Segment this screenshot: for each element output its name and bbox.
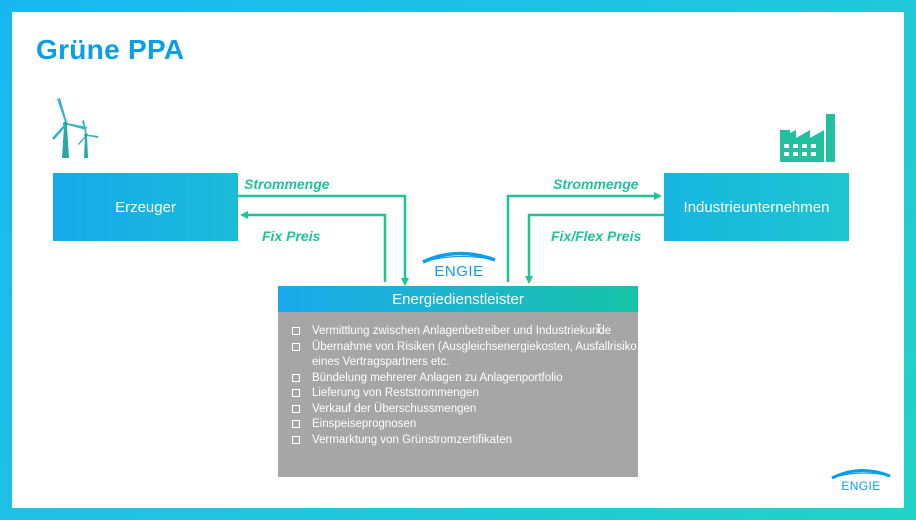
node-erzeuger-label: Erzeuger — [115, 198, 176, 216]
flow-arrow-left-fixpreis — [240, 211, 387, 282]
service-item: Lieferung von Reststrommengen — [292, 386, 638, 402]
checkbox-icon — [292, 404, 300, 413]
service-item-text: Vermarktung von Grünstromzertifikaten — [312, 433, 513, 446]
flow-arrow-left-strommenge — [238, 194, 409, 286]
flow-label-left-bottom: Fix Preis — [262, 228, 321, 244]
service-item: Vermittlung zwischen Anlagenbetreiber un… — [292, 324, 638, 340]
flow-arrows — [238, 192, 664, 286]
engie-logo-corner: ENGIE — [831, 469, 891, 493]
node-energiedienstleister-label: Energiedienstleister — [392, 290, 524, 308]
node-industrieunternehmen-label: Industrieunternehmen — [683, 198, 830, 216]
service-item-text: Bündelung mehrerer Anlagen zu Anlagenpor… — [312, 371, 563, 384]
flow-arrow-right-strommenge — [506, 192, 662, 282]
service-item-text: Verkauf der Überschussmengen — [312, 402, 477, 415]
node-industrieunternehmen: Industrieunternehmen — [664, 173, 849, 241]
service-item: Verkauf der Überschussmengen — [292, 402, 638, 418]
engie-logo-center: ENGIE — [422, 251, 496, 280]
checkbox-icon — [292, 373, 300, 382]
checkbox-icon — [292, 327, 300, 335]
flow-label-right-bottom: Fix/Flex Preis — [551, 228, 642, 244]
flow-label-right-top: Strommenge — [553, 176, 639, 192]
wind-turbine-icon — [52, 98, 99, 158]
service-item-text: Lieferung von Reststrommengen — [312, 387, 479, 399]
text-cursor-icon: I — [595, 322, 603, 336]
engie-logo-center-text: ENGIE — [434, 263, 483, 280]
checkbox-icon — [292, 420, 300, 428]
services-list-box: Vermittlung zwischen Anlagenbetreiber un… — [278, 312, 638, 477]
service-item: Vermarktung von Grünstromzertifikaten — [292, 433, 638, 449]
service-item: Übernahme von Risiken (Ausgleichsenergie… — [292, 340, 638, 371]
service-item-text: Übernahme von Risiken (Ausgleichsenergie… — [312, 340, 637, 369]
services-list: Vermittlung zwischen Anlagenbetreiber un… — [278, 312, 638, 448]
service-item: Bündelung mehrerer Anlagen zu Anlagenpor… — [292, 371, 638, 387]
slide: Grüne PPA — [12, 12, 904, 508]
flow-arrow-right-fixflexpreis — [525, 213, 664, 284]
checkbox-icon — [292, 435, 300, 444]
service-item: Einspeiseprognosen — [292, 417, 638, 433]
service-item-text: Einspeiseprognosen — [312, 418, 417, 430]
node-erzeuger: Erzeuger — [53, 173, 238, 241]
engie-logo-corner-text: ENGIE — [841, 479, 880, 493]
factory-icon — [780, 114, 835, 162]
checkbox-icon — [292, 389, 300, 397]
node-energiedienstleister: Energiedienstleister — [278, 286, 638, 312]
checkbox-icon — [292, 342, 300, 351]
service-item-text: Vermittlung zwischen Anlagenbetreiber un… — [312, 325, 612, 337]
flow-label-left-top: Strommenge — [244, 176, 330, 192]
page-title: Grüne PPA — [36, 34, 185, 65]
